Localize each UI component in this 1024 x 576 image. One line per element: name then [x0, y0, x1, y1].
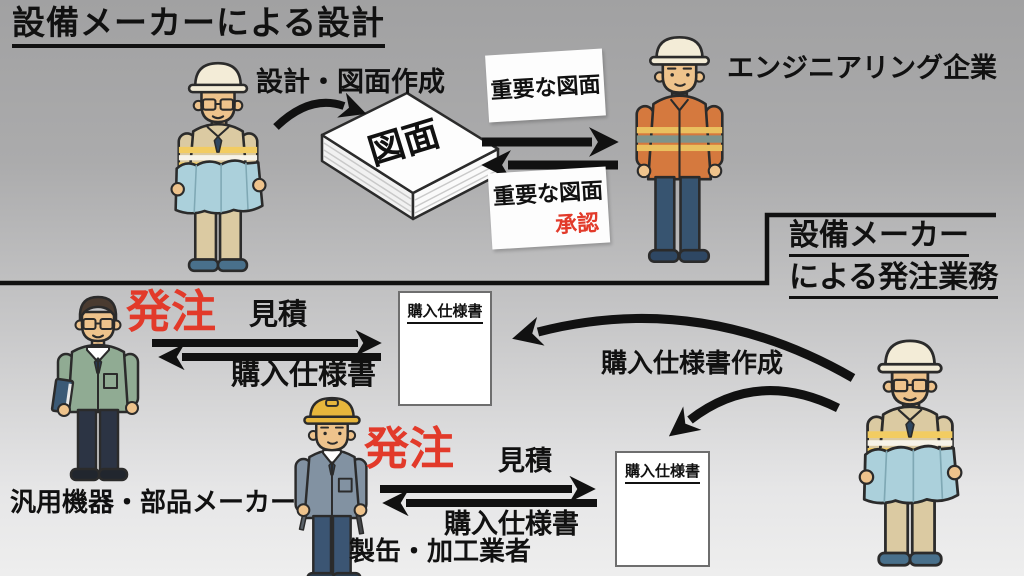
ordering-section-title-line2: による発注業務 [789, 261, 999, 299]
arrow-spec-creation-to-doc2 [668, 386, 840, 437]
important-drawing-card-label: 重要な図面 [489, 71, 602, 103]
spec-label-fabricator: 購入仕様書 [444, 509, 579, 539]
purchase-spec-document-1-title: 購入仕様書 [407, 300, 483, 324]
engineering-company-label: エンジニアリング企業 [727, 53, 997, 83]
section-divider-line [0, 212, 996, 286]
ordering-section-title-line1: 設備メーカー [789, 219, 969, 257]
equipment-maker-orderer-illustration [843, 334, 977, 571]
approval-card: 重要な図面 承認 [487, 166, 611, 250]
spec-label-parts-maker: 購入仕様書 [231, 359, 377, 391]
order-label-parts-maker: 発注 [126, 286, 217, 337]
purchase-spec-document-2: 購入仕様書 [615, 451, 710, 567]
design-drawing-creation-label: 設計・図面作成 [256, 67, 445, 97]
estimate-label-parts-maker: 見積 [249, 299, 308, 331]
approval-card-line2: 承認 [554, 209, 600, 238]
drawing-stack-illustration [320, 91, 500, 221]
arrow-spec-creation-to-doc1 [512, 313, 856, 382]
fabricator-vendor-label: 製缶・加工業者 [349, 536, 532, 566]
purchase-spec-document-1: 購入仕様書 [398, 291, 492, 406]
design-section-title: 設備メーカーによる設計 [12, 4, 386, 48]
spec-creation-label: 購入仕様書作成 [601, 348, 784, 378]
parts-maker-vendor-label: 汎用機器・部品メーカー [10, 487, 297, 517]
engineering-company-worker-illustration [622, 31, 737, 269]
estimate-label-fabricator: 見積 [498, 446, 552, 476]
purchase-spec-document-2-title: 購入仕様書 [624, 460, 700, 484]
important-drawing-card: 重要な図面 [485, 48, 606, 123]
order-label-fabricator: 発注 [364, 423, 455, 474]
arrow-design-to-drawings [273, 92, 367, 130]
